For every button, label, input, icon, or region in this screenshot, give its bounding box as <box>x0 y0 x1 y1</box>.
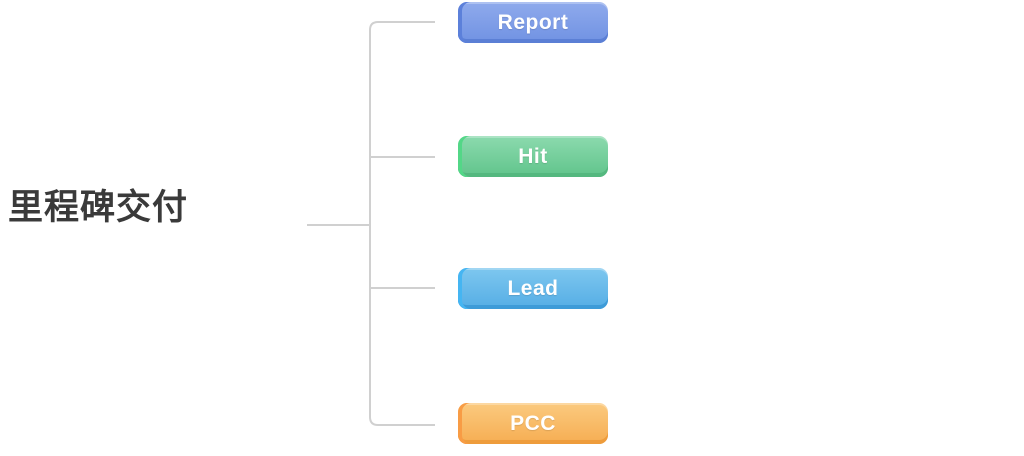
topic-node-pcc[interactable]: PCC <box>458 403 608 444</box>
topic-label: Hit <box>518 144 548 168</box>
topic-label: Lead <box>507 276 559 300</box>
connector-trunk-with-top-bottom-branches <box>369 21 435 426</box>
topic-node-report[interactable]: Report <box>458 2 608 43</box>
topic-label: Report <box>497 10 569 34</box>
root-topic-label[interactable]: 里程碑交付 <box>8 188 189 227</box>
topic-node-lead[interactable]: Lead <box>458 268 608 309</box>
topic-node-hit[interactable]: Hit <box>458 136 608 177</box>
topic-label: PCC <box>510 411 556 435</box>
